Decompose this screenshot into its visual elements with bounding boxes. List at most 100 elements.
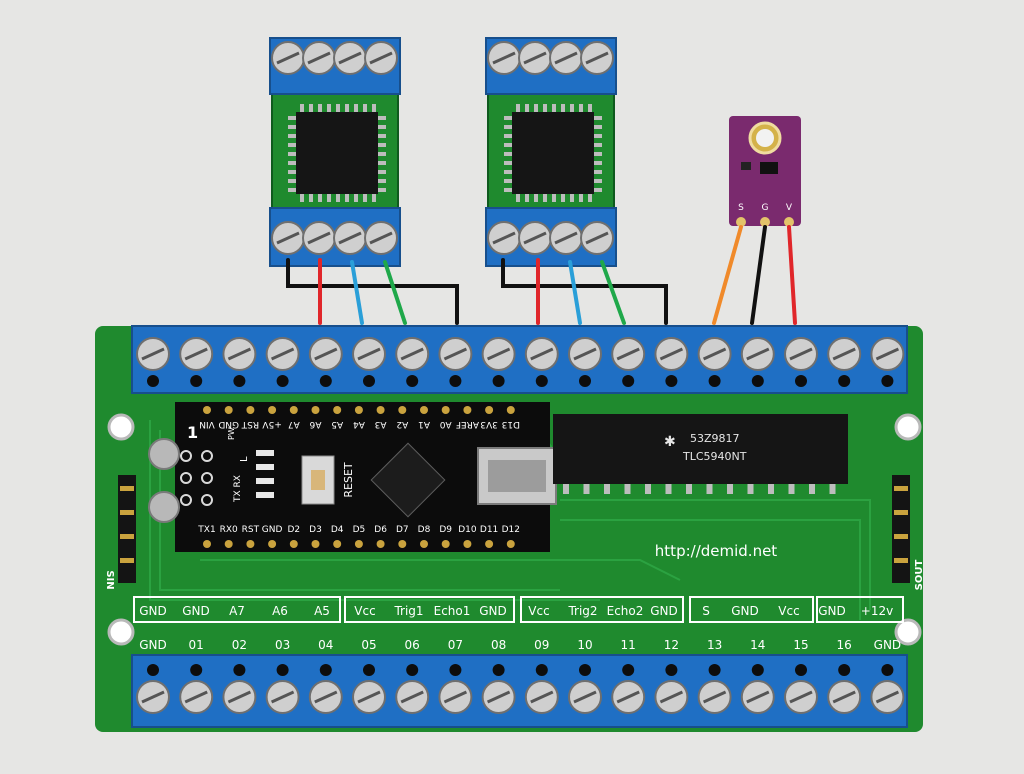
label-group-box [133,596,341,623]
driver-screw [487,221,521,255]
bottom-pin-label: 05 [361,638,376,652]
arduino-top-pin-label: D13 [502,419,520,429]
bottom-pin-label: 13 [707,638,722,652]
website-url: http://demid.net [655,542,778,560]
group-label: GND [818,604,846,618]
arduino-number-label: 1 [187,423,198,442]
wire-red-sensor [787,225,797,325]
label-group-box [816,596,904,623]
arduino-bottom-pin-label: D11 [480,525,498,535]
group-label: A5 [314,604,330,618]
bottom-pin-label: 14 [750,638,765,652]
group-label: GND [182,604,210,618]
sensor-pin-v: V [786,203,793,213]
bottom-terminal-screw [438,680,473,714]
arduino-top-pin-label: AREF [456,419,479,429]
group-label: Trig2 [567,604,597,618]
bottom-pin-label: 11 [621,638,636,652]
bottom-pin-label: 04 [318,638,333,652]
group-label: Trig1 [393,604,423,618]
driver-screw [518,41,552,75]
driver-screw [549,41,583,75]
arduino-top-pin-label: A1 [418,419,430,429]
top-terminal-screw [136,337,170,371]
arduino-top-pin-label: A7 [288,419,300,429]
top-terminal-screw [740,337,775,371]
bottom-pin-label: 06 [405,638,420,652]
txrx-label: TX RX [233,475,243,503]
tlc5940-chip [553,414,848,484]
top-terminal-screw [654,337,689,371]
sin-label: SIN [104,570,115,589]
top-screws [136,337,905,387]
group-label: Vcc [528,604,549,618]
label-group-box [344,596,515,623]
bottom-terminal-screw [524,680,559,714]
top-terminal-strip [131,325,908,394]
top-terminal-screw [265,337,300,371]
wire-black-2 [501,258,668,325]
driver-screw [302,221,336,255]
icsp-holes [180,450,213,506]
sensor-module [729,116,801,227]
bottom-terminal-screw [308,680,343,714]
arduino-bottom-pin-label: D9 [439,525,452,535]
arduino-bottom-pin-label: D4 [331,525,344,535]
top-terminal-screw [308,337,343,371]
label-group-box [689,596,814,623]
driver-screw [549,221,583,255]
arduino-top-pin-label: VIN [199,419,215,429]
arduino-bottom-pin-label: D7 [396,525,409,535]
top-terminal-screw [870,337,905,371]
top-terminal-screw [611,337,646,371]
bottom-terminal-strip [131,654,908,728]
wires [286,225,797,325]
bottom-terminal-screw [870,680,905,714]
arduino-bottom-pin-label: D8 [418,525,431,535]
arduino-top-pin-label: RST [241,419,259,429]
bottom-terminal-screw [222,680,257,714]
group-label: +12v [861,604,893,618]
capacitors [148,438,180,523]
wire-blue-1 [350,260,364,325]
pcb-traces [149,420,871,620]
bottom-terminal-screw [654,680,689,714]
label-group-box [520,596,684,623]
arduino-top-pin-label: A0 [439,419,451,429]
bottom-pin-label: GND [139,638,167,652]
top-terminal-screw [784,337,818,371]
group-label: GND [650,604,678,618]
top-terminal-screw [222,337,257,371]
driver-screw [580,41,614,75]
arduino-bottom-pin-label: D3 [309,525,322,535]
bottom-pin-label: 12 [664,638,679,652]
bottom-pin-label: 10 [577,638,592,652]
wire-blue-2 [568,260,582,325]
group-label: A6 [272,604,288,618]
driver-screw [364,221,398,255]
top-terminal-screw [352,337,386,371]
mcu-chip [370,442,446,518]
chip-brand: 53Z9817 [690,432,740,445]
arduino-bottom-pin-label: RST [242,525,260,535]
bottom-terminal-screw [697,680,732,714]
bottom-terminal-screw [352,680,386,714]
led-label: L [239,456,250,462]
arduino-top-pin-label: A5 [331,419,343,429]
driver-screw [364,41,398,75]
group-label: Vcc [354,604,375,618]
driver-board [269,37,401,267]
driver-boards [269,37,617,267]
pwr-label: PW [227,427,236,440]
top-terminal-screw [438,337,473,371]
group-label: Vcc [778,604,799,618]
group-label: GND [479,604,507,618]
bottom-terminal-screw [784,680,818,714]
arduino-bottom-pin-label: D12 [502,525,520,535]
arduino-top-pin-label: A4 [353,419,365,429]
group-label: Echo2 [607,604,644,618]
